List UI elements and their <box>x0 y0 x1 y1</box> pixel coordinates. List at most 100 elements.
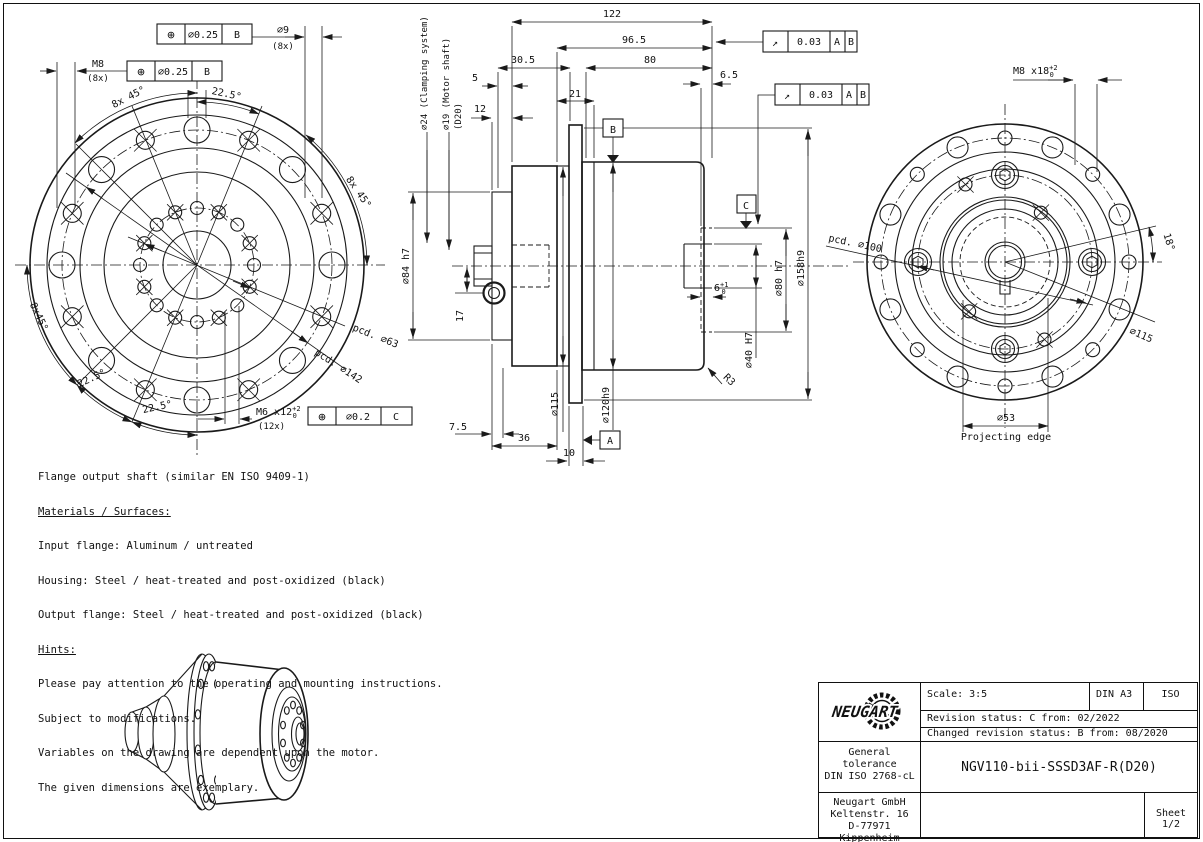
company-city: D-77971 Kippenheim <box>839 821 900 842</box>
fcf-position-m8: ⊕ ⌀0.25 B <box>126 60 223 82</box>
tolerance-line-3: DIN ISO 2768-cL <box>824 771 915 782</box>
label-clamping-system: ⌀24 (Clamping system) <box>420 16 430 130</box>
page-border <box>3 3 1200 839</box>
iso-face-bolt-holes <box>280 700 306 768</box>
note-material-3: Output flange: Steel / heat-treated and … <box>38 609 424 621</box>
label-m8-qty: (8x) <box>87 74 109 84</box>
note-material-2: Housing: Steel / heat-treated and post-o… <box>38 574 386 587</box>
dim-d40: ⌀40 H7 <box>744 332 755 368</box>
dim-122: 122 <box>603 9 621 20</box>
label-pcd100: pcd. ⌀100 <box>827 233 882 255</box>
datum-ref: B <box>860 90 866 101</box>
bolt-circle-outer <box>880 137 1130 387</box>
section-dimensions <box>410 19 811 464</box>
label-m6-qty: (12x) <box>258 422 285 432</box>
logo-cell: NEUGART <box>819 683 921 742</box>
position-symbol: ⊕ <box>318 409 326 424</box>
company-cell: Neugart GmbH Keltenstr. 16 D-77971 Kippe… <box>819 793 921 842</box>
tolerance-cell: General tolerance DIN ISO 2768-cL <box>819 742 921 793</box>
tolerance-value: ⌀0.25 <box>158 67 188 78</box>
changed-revision-cell: Changed revision status: B from: 08/2020 <box>921 728 1197 742</box>
datum-b-label: B <box>610 125 616 136</box>
dim-6-5: 6.5 <box>720 70 738 81</box>
isometric-view <box>124 653 309 811</box>
empty-cell <box>921 793 1144 839</box>
fcf-position-d9: ⊕ ⌀0.25 B <box>156 23 253 45</box>
note-hint-1: Please pay attention to the operating an… <box>38 678 443 690</box>
runout-symbol: ↗ <box>772 38 778 49</box>
scale-cell: Scale: 3:5 <box>921 683 1089 711</box>
dim-12: 12 <box>474 104 486 115</box>
dim-17: 17 <box>455 310 466 322</box>
label-d20: (D20) <box>454 103 464 130</box>
tolerance-value: ⌀0.2 <box>346 412 370 423</box>
tolerance-value: 0.03 <box>809 90 833 101</box>
dim-80: 80 <box>644 55 656 66</box>
dim-r3: R3 <box>721 372 737 388</box>
company-name: Neugart GmbH <box>833 797 906 808</box>
label-angle-45-left: 8x45° <box>27 301 50 333</box>
datum-c-label: C <box>743 201 749 212</box>
datum-ref: A <box>834 37 840 48</box>
label-angle-225-left: 22.5° <box>76 367 108 390</box>
datum-ref: B <box>234 30 240 41</box>
notes-block: Flange output shaft (similar EN ISO 9409… <box>38 449 458 806</box>
label-m8: M8 <box>92 59 104 70</box>
hidden-lines <box>512 227 712 333</box>
din-cell: DIN A3 <box>1089 683 1143 711</box>
right-view-leaders <box>825 77 1157 432</box>
datum-c: C <box>736 194 757 229</box>
dim-5: 5 <box>472 73 478 84</box>
datum-ref: A <box>846 90 852 101</box>
neugart-logo: NEUGART <box>828 692 901 730</box>
part-number-cell: NGV110-bii-SSSD3AF-R(D20) <box>921 742 1197 793</box>
dim-21: 21 <box>569 89 581 100</box>
note-flange: Flange output shaft (similar EN ISO 9409… <box>38 471 310 483</box>
bolt-circle-pcd63 <box>139 207 255 323</box>
note-hint-4: The given dimensions are exemplary. <box>38 781 260 794</box>
label-18deg: 18° <box>1160 232 1176 252</box>
tolerance-value: 0.03 <box>797 37 821 48</box>
materials-heading: Materials / Surfaces: <box>38 505 171 518</box>
datum-ref: B <box>848 37 854 48</box>
datum-a: A <box>583 430 621 450</box>
note-material-1: Input flange: Aluminum / untreated <box>38 540 253 552</box>
tolerance-value: ⌀0.25 <box>188 30 218 41</box>
note-hint-3: Variables on the drawing are dependent u… <box>38 747 380 759</box>
datum-ref: B <box>204 67 210 78</box>
sheet-cell: Sheet 1/2 <box>1144 793 1197 839</box>
section-view: 122 96.5 30.5 80 5 21 6.5 12 7.5 36 10 1… <box>401 9 870 466</box>
title-block: NEUGART General tolerance DIN ISO 2768-c… <box>818 682 1198 842</box>
company-street: Keltenstr. 16 <box>830 809 909 820</box>
hints-heading: Hints: <box>38 643 76 656</box>
dim-d80: ⌀80 h7 <box>774 260 785 296</box>
revision-cell: Revision status: C from: 02/2022 <box>921 711 1197 728</box>
datum-b: B <box>602 118 624 163</box>
left-view-angle-arcs <box>24 89 370 438</box>
dim-d120: ⌀120h9 <box>601 387 612 423</box>
label-pcd63: pcd. ⌀63 <box>351 323 400 351</box>
bolt-circle-pcd100 <box>917 174 1093 350</box>
label-d9: ⌀9 <box>277 25 289 36</box>
label-d53: ⌀53 <box>997 413 1015 424</box>
section-geometry <box>473 124 712 404</box>
label-projecting-edge: Projecting edge <box>961 432 1051 443</box>
label-motor-shaft: ⌀19 (Motor shaft) <box>442 38 452 130</box>
right-view-bolt-holes <box>873 130 1137 394</box>
dim-30-5: 30.5 <box>511 55 535 66</box>
label-d9-qty: (8x) <box>272 42 294 52</box>
left-view: M8 (8x) ⌀9 (8x) 8x 45° 22.5° 8x 45° 8x45… <box>15 23 413 455</box>
datum-ref: C <box>393 412 399 423</box>
dim-36: 36 <box>518 433 530 444</box>
runout-symbol: ↗ <box>784 91 790 102</box>
datum-a-label: A <box>607 436 613 447</box>
dim-7-5: 7.5 <box>449 422 467 433</box>
iso-cell: ISO <box>1143 683 1197 711</box>
position-symbol: ⊕ <box>167 27 175 42</box>
fcf-position-m6: ⊕ ⌀0.2 C <box>307 406 413 426</box>
